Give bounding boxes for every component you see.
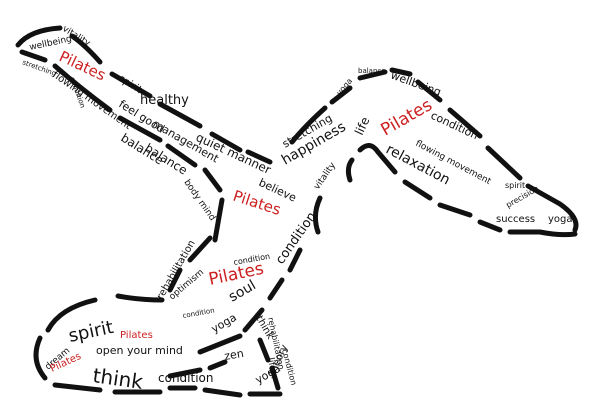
outline-hip bbox=[257, 337, 281, 391]
word-healthy: healthy bbox=[140, 93, 189, 108]
outline-leg-bottom bbox=[19, 49, 225, 243]
word-zen: zen bbox=[223, 347, 245, 363]
outline-arm-top bbox=[289, 67, 579, 233]
silhouette-outline bbox=[15, 25, 579, 398]
word-condition: condition bbox=[158, 371, 213, 385]
word-pilates: Pilates bbox=[120, 330, 153, 341]
word-spirit: spirit bbox=[505, 181, 525, 190]
word-success: success bbox=[496, 214, 535, 225]
word-life: life bbox=[265, 357, 277, 373]
outline-arm-bottom bbox=[345, 143, 578, 238]
outline-leg-top bbox=[15, 25, 273, 165]
word-yoga: yoga bbox=[548, 214, 573, 225]
outline-base bbox=[33, 235, 283, 398]
word-open-your-mind: open your mind bbox=[96, 344, 183, 357]
outline-inner-curve bbox=[167, 359, 228, 379]
word-balance: balance bbox=[358, 67, 386, 75]
outline-torso bbox=[197, 195, 323, 355]
